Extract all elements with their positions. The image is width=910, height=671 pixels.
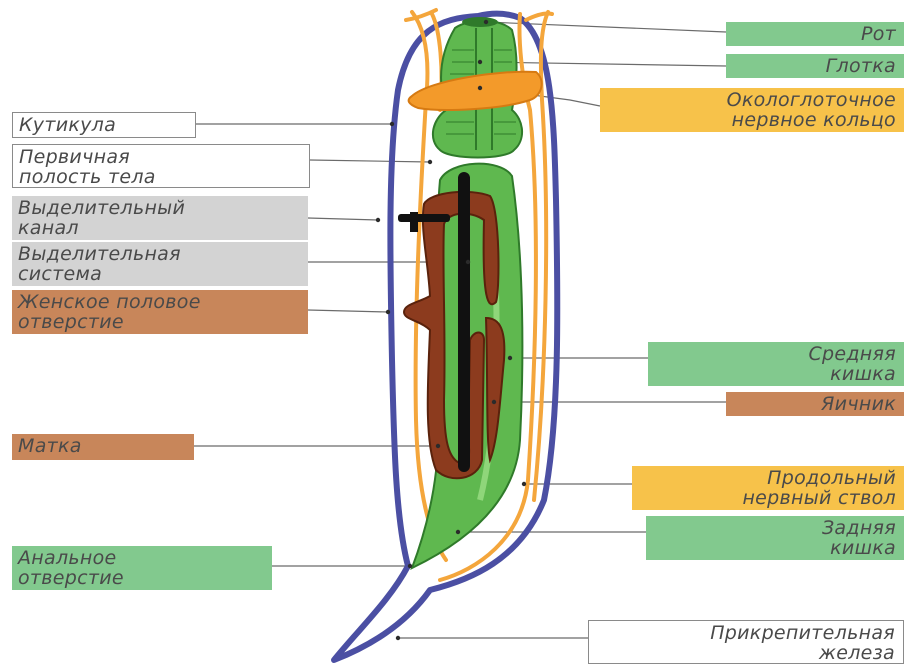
label-excretory-canal: Выделительный канал [12,196,308,240]
label-hindgut: Задняя кишка [646,516,904,560]
label-nerve-cord: Продольный нервный ствол [632,466,904,510]
label-adhesive-gland: Прикрепительная железа [588,620,904,664]
label-midgut: Средняя кишка [648,342,904,386]
label-ovary: Яичник [726,392,904,416]
label-cuticle: Кутикула [12,112,196,138]
label-pharynx: Глотка [726,54,904,78]
label-excretory-system: Выделительная система [12,242,308,286]
label-uterus: Матка [12,434,194,460]
label-nerve-ring: Окологлоточное нервное кольцо [600,88,904,132]
label-female-opening: Женское половое отверстие [12,290,308,334]
label-mouth: Рот [726,22,904,46]
label-anus: Анальное отверстие [12,546,272,590]
label-body-cavity: Первичная полость тела [12,144,310,188]
mouth-shape [462,17,498,27]
